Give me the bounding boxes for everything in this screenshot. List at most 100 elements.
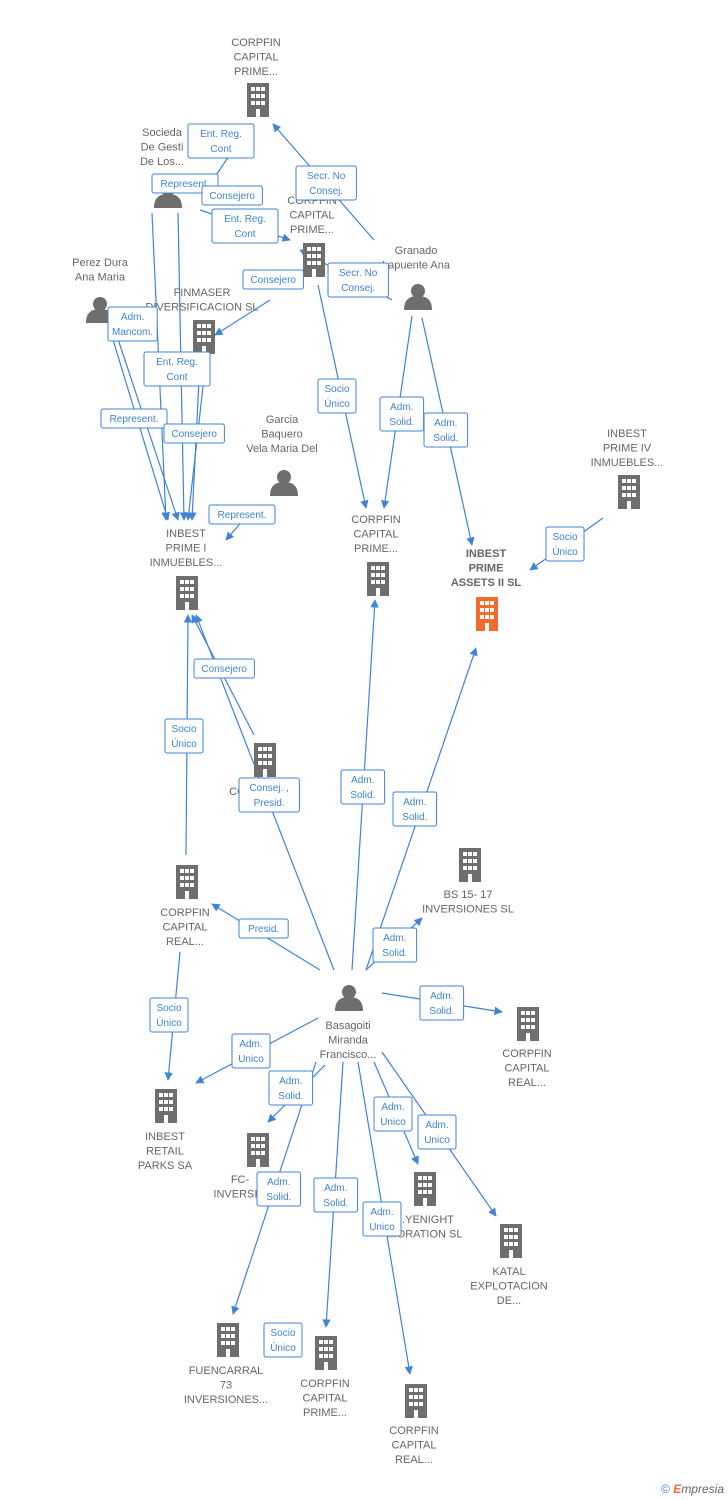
edge-label[interactable]: Adm.Solid. <box>423 412 469 448</box>
edge-label[interactable]: Adm.Solid. <box>340 769 386 805</box>
edge-label-text: Mancom. <box>112 327 153 338</box>
node-label: FC- <box>231 1174 250 1186</box>
edge-label-text: Presid. <box>254 798 285 809</box>
node-label: PRIME <box>469 563 504 575</box>
edge-label[interactable]: Adm. Mancom. <box>107 306 158 342</box>
edge-label[interactable]: Represent. <box>100 408 168 429</box>
node-n14[interactable]: CORPFINCAPITALREAL... <box>160 865 210 948</box>
edge-label[interactable]: Ent. Reg.Cont <box>187 123 255 159</box>
node-label: CORPFIN <box>351 514 401 526</box>
node-label: CAPITAL <box>233 52 278 64</box>
edge-label-box <box>163 423 225 444</box>
empresia-logo: Empresia <box>673 1482 724 1496</box>
edge-label-box <box>392 791 438 827</box>
edge-label-text: Único <box>171 737 197 750</box>
node-label: CORPFIN <box>231 37 281 49</box>
edge-label[interactable]: Adm.Unico <box>362 1201 402 1237</box>
edge-label[interactable]: Consej. ,Presid. <box>238 777 300 813</box>
edge-label[interactable]: Adm.Solid. <box>268 1070 314 1106</box>
edge-label-text: Consej. <box>341 283 375 294</box>
node-label: PRIME IV <box>603 443 652 455</box>
edge-label[interactable]: Adm.Solid. <box>419 985 465 1021</box>
edge-label[interactable]: Consejero <box>242 269 304 290</box>
node-n10[interactable]: CORPFINCAPITALPRIME... <box>351 514 401 596</box>
edge-label-box <box>107 306 158 342</box>
node-n13[interactable]: BS 15- 17 INVERSIONES SL <box>422 848 514 916</box>
edge-label-box <box>340 769 386 805</box>
edge-label-box <box>379 396 425 432</box>
edge-label-text: Adm. <box>121 312 144 323</box>
edge-label-text: Solid. <box>433 433 458 444</box>
node-label: 73 <box>220 1380 232 1392</box>
node-n16[interactable]: CORPFINCAPITALREAL... <box>502 1007 552 1089</box>
edge-label-box <box>231 1033 271 1069</box>
edge-label-text: Único <box>156 1016 182 1029</box>
node-n1[interactable]: CORPFIN CAPITAL PRIME... <box>231 37 281 117</box>
edge-label-text: Adm. <box>267 1177 290 1188</box>
node-n22[interactable]: CORPFINCAPITALPRIME... <box>300 1336 350 1419</box>
edge-label-text: Socio <box>270 1328 295 1339</box>
edge-label[interactable]: Consejero <box>201 185 263 206</box>
edge-label-box <box>149 997 189 1033</box>
edge-label-box <box>372 927 418 963</box>
edge-label-text: Represent. <box>218 510 267 521</box>
edge-label[interactable]: Ent. Reg.Cont <box>143 351 211 387</box>
node-label: INBEST <box>607 428 647 440</box>
node-n15[interactable]: BasagoitiMirandaFrancisco... <box>320 985 377 1061</box>
edge-label-text: Solid. <box>382 948 407 959</box>
edge-label-text: Ent. Reg. <box>156 357 198 368</box>
edge-label[interactable]: Adm.Solid. <box>256 1171 302 1207</box>
node-n20[interactable]: KATALEXPLOTACIONDE... <box>470 1224 548 1307</box>
node-n19[interactable]: ...YENIGHT...ORATION SL <box>388 1172 463 1241</box>
node-n21[interactable]: FUENCARRAL73INVERSIONES... <box>184 1323 268 1406</box>
edge-label[interactable]: Adm.Unico <box>373 1096 413 1132</box>
edge-label[interactable]: Consejero <box>163 423 225 444</box>
building-icon <box>476 597 498 631</box>
node-n23[interactable]: CORPFINCAPITALREAL... <box>389 1384 439 1466</box>
edge-label-text: Solid. <box>429 1006 454 1017</box>
edge-label[interactable]: Represent. <box>208 504 276 525</box>
node-label: PRIME... <box>234 66 278 78</box>
edge-label[interactable]: Adm.Solid. <box>313 1177 359 1213</box>
edge-label[interactable]: Ent. Reg.Cont <box>211 208 279 244</box>
edge-label-box <box>187 123 255 159</box>
edge-label[interactable]: Adm.Unico <box>231 1033 271 1069</box>
edge-label[interactable]: Adm.Unico <box>417 1114 457 1150</box>
node-label: Lapuente Ana <box>382 260 451 272</box>
copyright-symbol: © <box>661 1482 670 1496</box>
node-label: BS 15- 17 <box>444 889 493 901</box>
edge-label-box <box>208 504 276 525</box>
edge-label[interactable]: Adm.Solid. <box>379 396 425 432</box>
edge-label[interactable]: Adm.Solid. <box>372 927 418 963</box>
edge-label[interactable]: Adm.Solid. <box>392 791 438 827</box>
edge-label-text: Único <box>270 1341 296 1354</box>
edge-n6-n3 <box>214 299 271 336</box>
node-label: CAPITAL <box>353 529 398 541</box>
edge-label[interactable]: Presid. <box>238 918 289 939</box>
edge-label[interactable]: Consejero <box>193 658 255 679</box>
edge-label-text: Adm. <box>279 1076 302 1087</box>
node-label: INVERSIONES SL <box>422 904 514 916</box>
edge-label-box <box>238 918 289 939</box>
node-n18[interactable]: FC-INVERSI... <box>213 1133 269 1201</box>
edge-label-box <box>268 1070 314 1106</box>
node-label: De Los... <box>140 156 184 168</box>
building-icon <box>254 743 276 777</box>
